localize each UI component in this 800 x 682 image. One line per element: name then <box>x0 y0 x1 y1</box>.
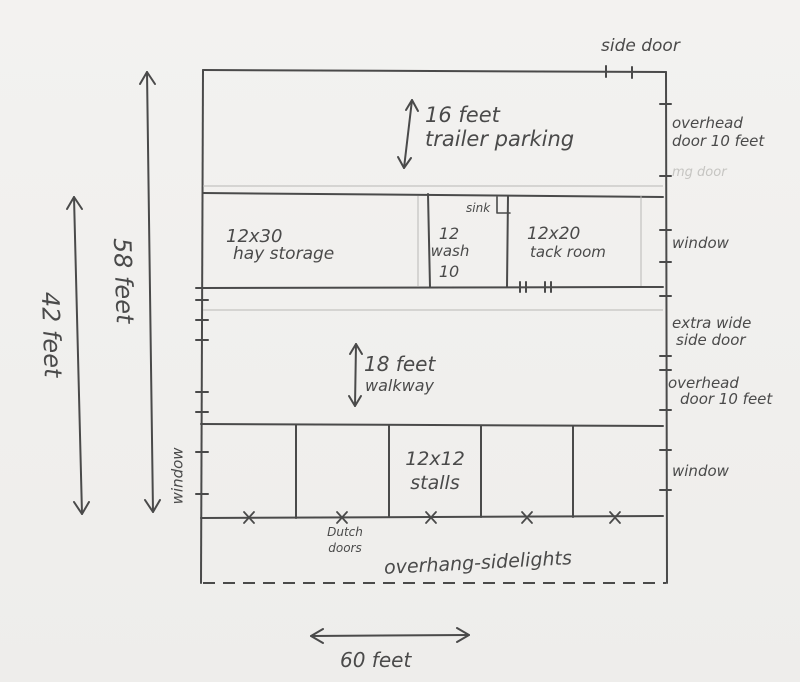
walkway-size-label: 18 feet <box>364 352 436 376</box>
arrow-42-head-bottom <box>73 501 90 515</box>
arrow-16-head-bottom <box>397 156 412 169</box>
outer-left-wall <box>200 69 204 584</box>
tack-size-label: 12x20 <box>527 224 581 244</box>
overhead-top-label-1: overhead <box>672 114 743 132</box>
dutch-doors-label-1: Dutch <box>327 525 363 539</box>
arrow-58-head-bottom <box>144 499 161 513</box>
trailer-name-label: trailer parking <box>425 127 575 151</box>
arrow-58-head-top <box>139 71 156 85</box>
arrow-42-shaft <box>73 196 83 515</box>
walkway-name-label: walkway <box>365 376 434 395</box>
width-58-label: 58 feet <box>107 237 139 324</box>
sink-label: sink <box>466 201 491 215</box>
wash-label-2: wash <box>430 242 470 260</box>
sink-box <box>496 196 511 214</box>
trailer-size-label: 16 feet <box>425 103 500 127</box>
outer-top-wall <box>202 69 667 73</box>
arrow-16-head-top <box>405 99 419 112</box>
trailer-bottom-wall <box>202 192 664 198</box>
overhead-bottom-label-2: door 10 feet <box>680 390 773 408</box>
length-60-label: 60 feet <box>340 648 412 672</box>
arrow-58-shaft <box>146 71 154 513</box>
window-right-label-2: window <box>672 462 729 480</box>
arrow-60-shaft <box>310 634 470 637</box>
overhead-top-label-2: door 10 feet <box>672 132 765 150</box>
hay-size-label: 12x30 <box>226 226 283 247</box>
dutch-door-x-4 <box>521 511 533 524</box>
side-door-label: side door <box>601 36 680 56</box>
arrow-60-head-right <box>456 627 470 643</box>
arrow-18-head-bottom <box>348 395 362 407</box>
stall-top-wall <box>200 423 664 427</box>
mid-upper-wall <box>202 286 664 289</box>
arrow-18-head-top <box>349 343 363 355</box>
extra-wide-label-2: side door <box>676 331 746 349</box>
arrow-16-shaft <box>403 99 413 169</box>
wash-left-wall <box>427 193 431 288</box>
dutch-door-x-1 <box>243 511 255 524</box>
outer-right-wall <box>665 71 668 584</box>
overhead-bottom-label-1: overhead <box>668 374 739 392</box>
extra-wide-label-1: extra wide <box>672 314 752 332</box>
window-left-label: window <box>168 447 187 505</box>
wash-right-wall <box>506 195 509 288</box>
dutch-door-x-2 <box>336 511 348 524</box>
arrow-42-head-top <box>66 196 83 210</box>
dutch-door-x-5 <box>609 511 621 524</box>
stalls-name-label: stalls <box>410 472 460 494</box>
dutch-doors-label-2: doors <box>328 541 362 555</box>
hay-name-label: hay storage <box>233 244 335 264</box>
window-right-label-1: window <box>672 234 729 252</box>
wash-label-3: 10 <box>438 262 460 281</box>
arrow-60-head-left <box>310 628 324 644</box>
wash-label-1: 12 <box>438 224 460 243</box>
stalls-size-label: 12x12 <box>405 448 465 470</box>
dutch-door-x-3 <box>425 511 437 524</box>
tack-name-label: tack room <box>530 243 606 261</box>
width-42-label: 42 feet <box>35 291 67 378</box>
arrow-18-shaft <box>354 343 357 407</box>
faded-note-label: mg door <box>672 165 727 180</box>
